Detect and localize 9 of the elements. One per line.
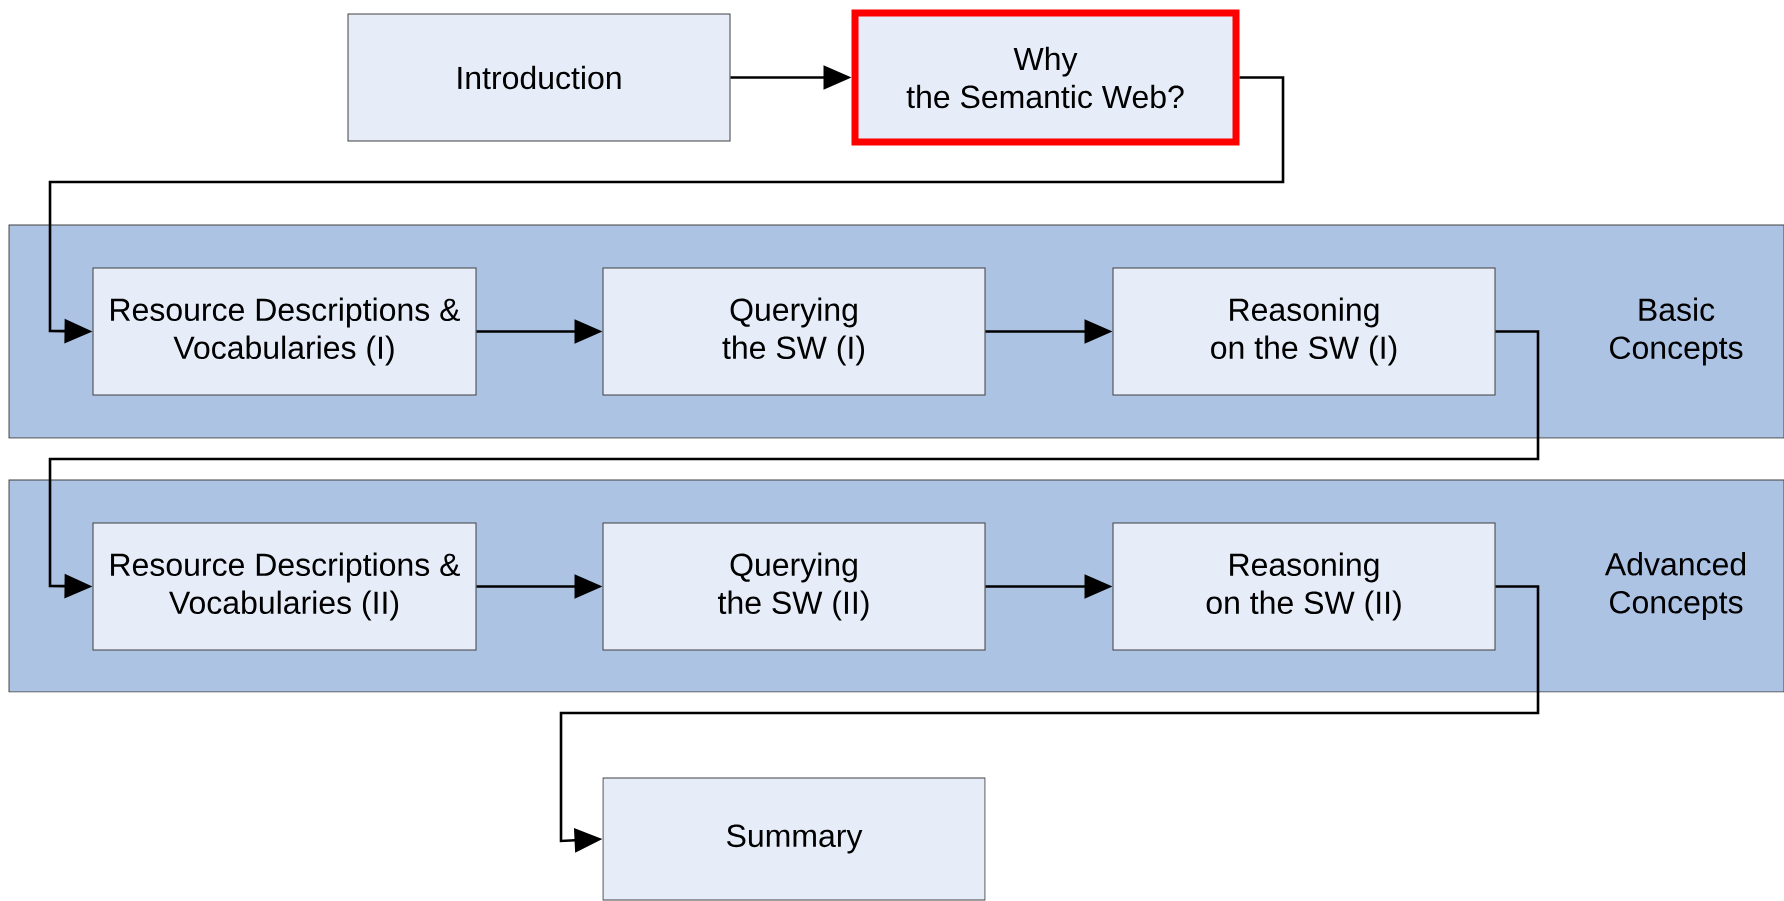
topic-box: Resource Descriptions & Vocabularies (II) bbox=[92, 522, 477, 651]
topic-box: Querying the SW (I) bbox=[602, 267, 986, 396]
topic-box: Why the Semantic Web? bbox=[851, 9, 1240, 146]
topic-box: Reasoning on the SW (I) bbox=[1112, 267, 1496, 396]
topic-box: Resource Descriptions & Vocabularies (I) bbox=[92, 267, 477, 396]
topic-box: Introduction bbox=[347, 13, 731, 142]
topic-box: Summary bbox=[602, 777, 986, 901]
topic-box: Querying the SW (II) bbox=[602, 522, 986, 651]
topic-box: Reasoning on the SW (II) bbox=[1112, 522, 1496, 651]
